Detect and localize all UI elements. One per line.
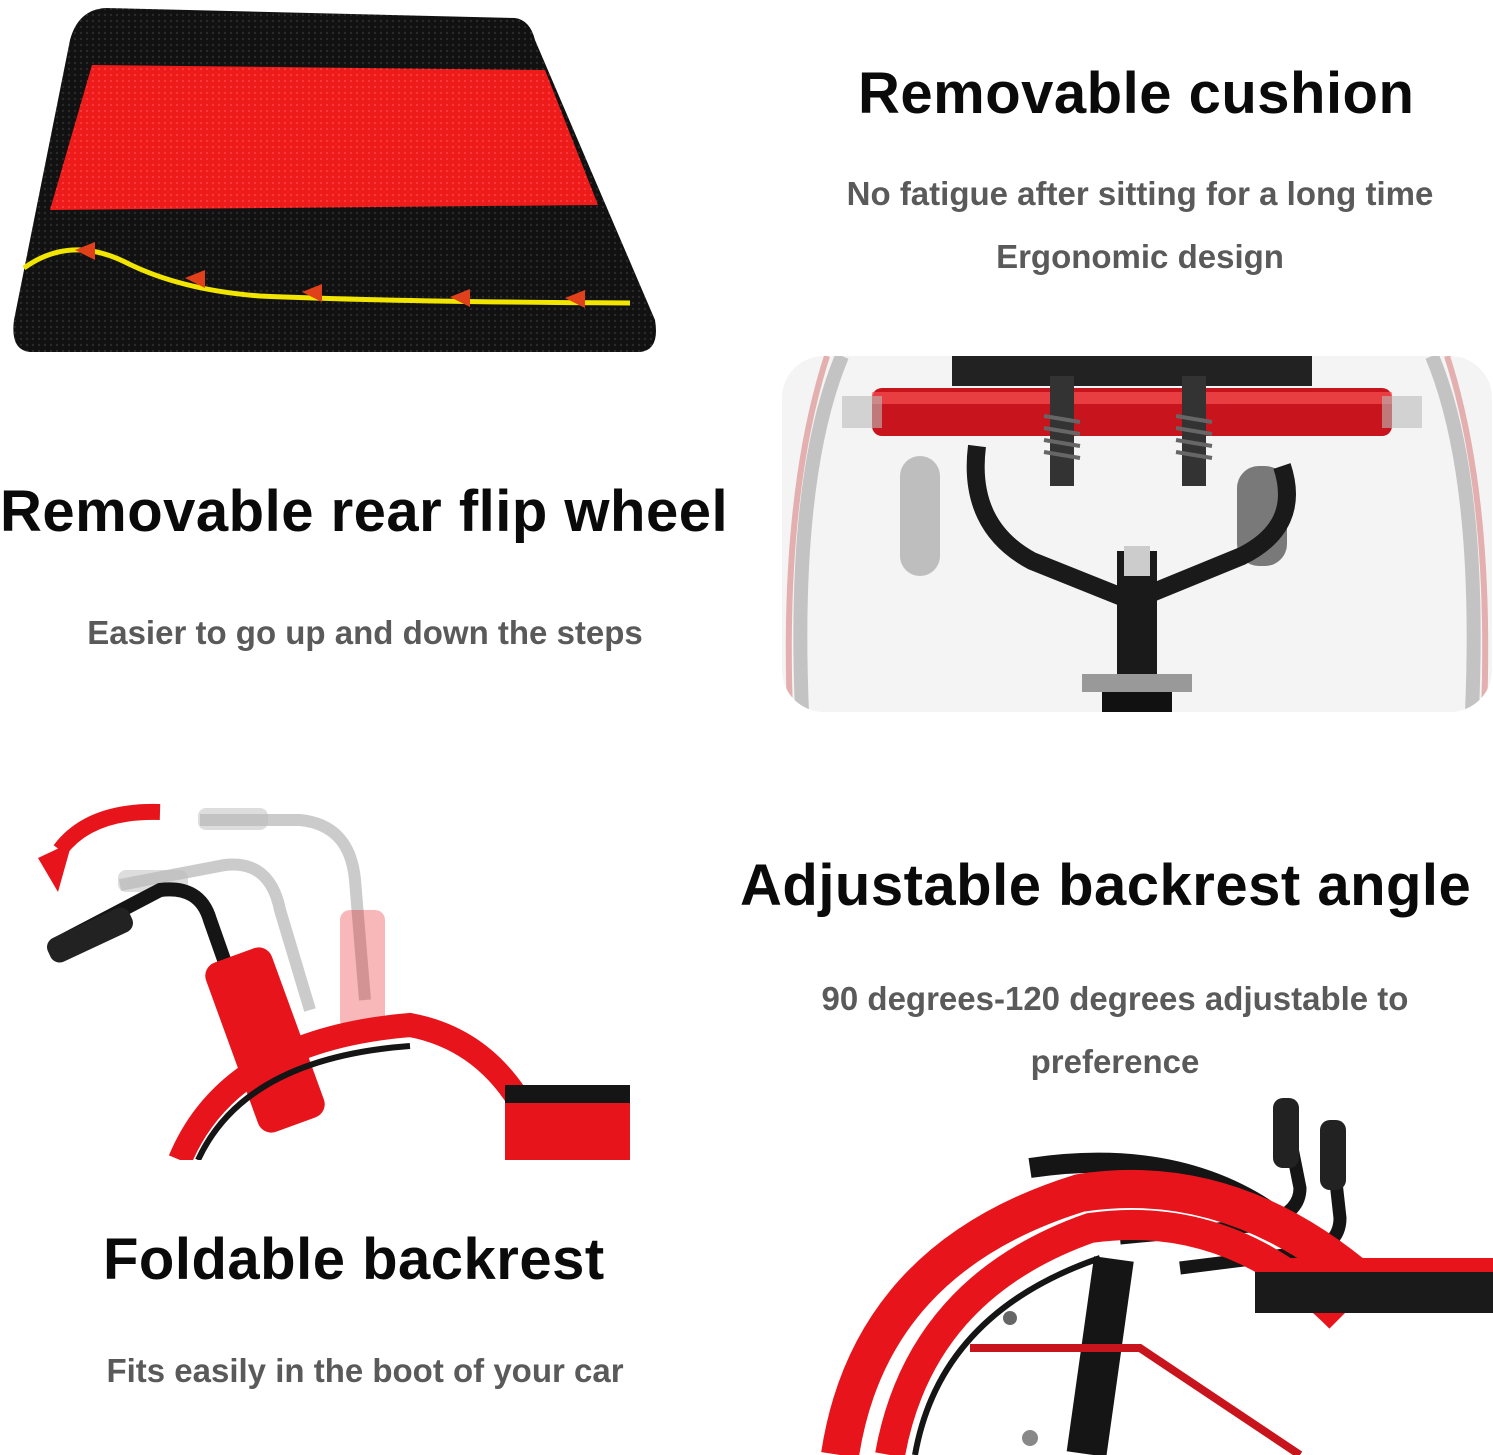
foldable-line-1: Fits easily in the boot of your car	[106, 1352, 624, 1389]
backrest-angle-line-1: 90 degrees-120 degrees adjustable to	[821, 980, 1409, 1017]
foldable-title: Foldable backrest	[103, 1227, 605, 1292]
backrest-angle-line-2: preference	[1030, 1043, 1200, 1080]
rear-wheel-title: Removable rear flip wheel	[0, 479, 729, 544]
cushion-image	[0, 0, 670, 360]
rear-wheel-image	[782, 356, 1492, 712]
cushion-line-1: No fatigue after sitting for a long time	[846, 175, 1434, 212]
cushion-line-2: Ergonomic design	[996, 238, 1284, 275]
cushion-title: Removable cushion	[858, 61, 1415, 126]
backrest-angle-title: Adjustable backrest angle	[740, 853, 1472, 918]
backrest-side-image	[780, 1098, 1493, 1455]
foldable-image	[10, 800, 635, 1160]
rear-wheel-line-1: Easier to go up and down the steps	[87, 614, 643, 651]
